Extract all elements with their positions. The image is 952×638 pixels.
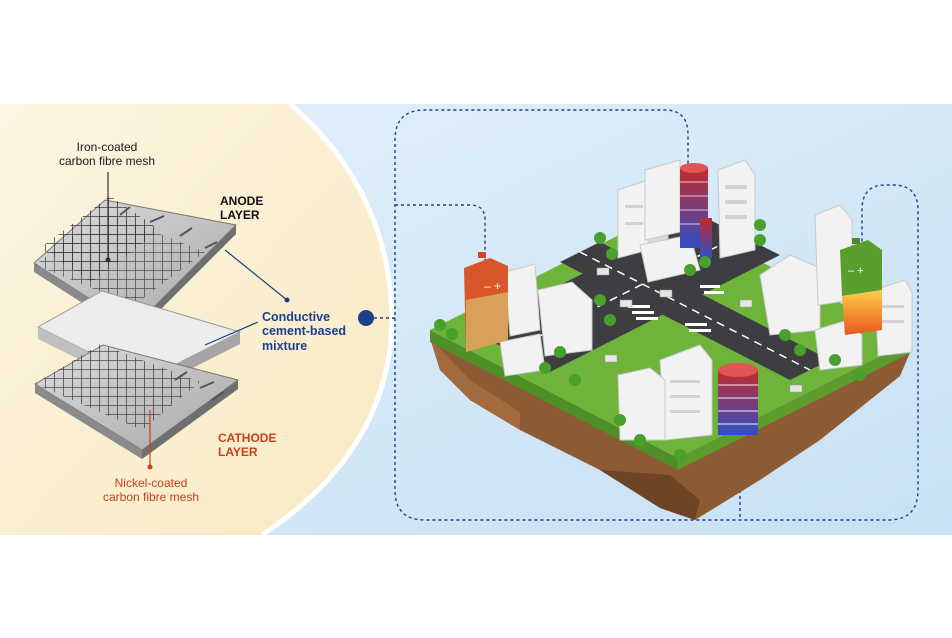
- anode-layer-label: ANODE LAYER: [220, 194, 264, 222]
- cathode-layer-illustration: [34, 344, 240, 459]
- red-blue-tower: [680, 163, 712, 258]
- svg-text:– +: – +: [848, 265, 864, 277]
- battery-icon: – +: [840, 238, 882, 335]
- red-blue-tower-front: [718, 363, 758, 435]
- panel-divider-arc: [260, 102, 395, 538]
- anode-mesh-label: Iron-coated carbon fibre mesh: [58, 140, 156, 168]
- battery-icon: – +: [464, 252, 508, 352]
- anode-mesh-pointer-icon: [105, 257, 111, 263]
- cathode-layer-label: CATHODE LAYER: [218, 431, 277, 459]
- cathode-mesh-pointer-icon: [147, 464, 153, 470]
- mixture-pointer-icon: [284, 297, 290, 303]
- floating-city-island: – + – +: [430, 159, 913, 520]
- cathode-mesh-label: Nickel-coated carbon fibre mesh: [102, 476, 200, 504]
- connector-dot-icon: [358, 310, 374, 326]
- plus-minus-icon: – +: [484, 279, 501, 293]
- mixture-label: Conductive cement-based mixture: [262, 310, 347, 353]
